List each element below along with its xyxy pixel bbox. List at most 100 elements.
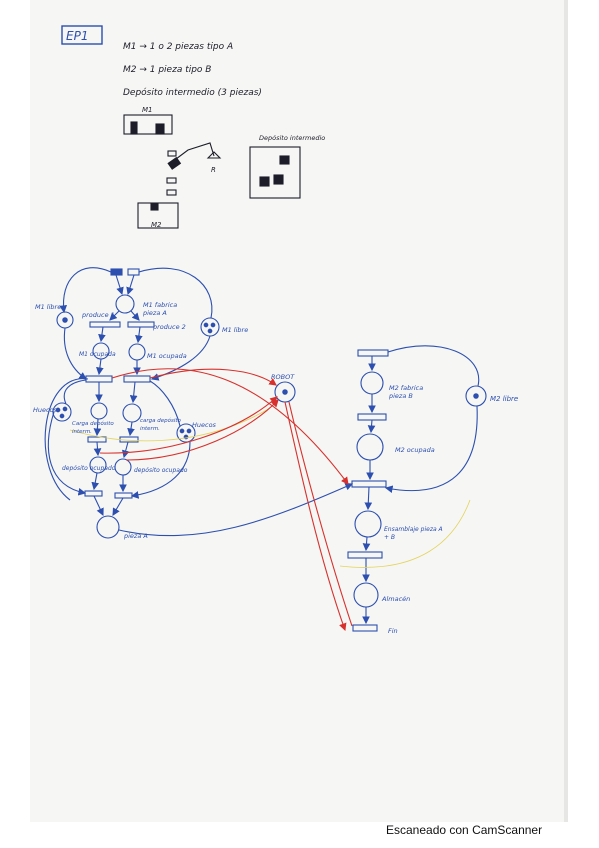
transition-m2-start — [357, 349, 389, 357]
arc-robot-load — [149, 368, 277, 386]
robot-arcs — [99, 368, 353, 632]
deposit-piece-3 — [273, 174, 284, 185]
place-m2-libre — [465, 385, 487, 407]
token — [59, 413, 65, 419]
label-m1-ocupada-right: M1 ocupada — [147, 352, 187, 360]
label-m1-ocupada-left: M1 ocupada — [79, 351, 116, 358]
machine-m2-sketch — [137, 202, 179, 229]
label-huecos-left: Huecos — [33, 406, 58, 414]
label-deposito-right: depósito ocupado — [134, 467, 188, 474]
transition-load-left — [85, 375, 113, 383]
label-produce1: produce 1 — [81, 311, 115, 319]
place-deposito-left — [89, 456, 107, 474]
scanned-page — [30, 0, 568, 822]
label-pieza-a: pieza A — [123, 532, 148, 540]
arc-m1-libre-left-down — [63, 327, 87, 380]
tag-box — [61, 25, 103, 45]
place-m1-ocupada-right — [128, 343, 146, 361]
m2-part-icon — [150, 203, 159, 211]
token — [62, 406, 68, 412]
token — [203, 322, 209, 328]
token — [210, 322, 216, 328]
robot-base-icon — [206, 151, 222, 159]
deposit-sketch-label: Depósito intermedio — [259, 134, 325, 142]
line-m1: M1 → 1 o 2 piezas tipo A — [123, 42, 233, 52]
arc-robot-to-assembly — [111, 368, 349, 485]
scanner-watermark: Escaneado con CamScanner — [386, 823, 543, 837]
label-m2-libre: M2 libre — [490, 395, 518, 403]
transition-top-right — [127, 268, 140, 276]
m1-slot-icon — [130, 121, 138, 135]
m1-part-icon — [155, 123, 165, 135]
arc-huecos-left — [63, 379, 87, 405]
arc-m2-libre-top — [387, 345, 480, 387]
label-m1-libre-left: M1 libre — [35, 303, 61, 311]
transition-out-left — [84, 490, 103, 497]
conveyor-top — [167, 150, 177, 157]
page-edge — [564, 0, 568, 822]
label-fin: Fin — [388, 627, 398, 635]
robot-gripper-icon — [167, 156, 182, 170]
place-almacen — [353, 582, 379, 608]
robot-arm-icon — [171, 142, 215, 163]
arc-m1-libre-left-top — [59, 267, 112, 314]
deposit-piece-1 — [279, 155, 290, 165]
arc-deposit-robot-left — [99, 396, 278, 454]
transition-produce-1 — [89, 321, 121, 328]
deposit-piece-2 — [259, 176, 270, 187]
token — [282, 389, 288, 395]
token — [473, 393, 479, 399]
header: EP1 M1 → 1 o 2 piezas tipo A M2 → 1 piez… — [61, 25, 262, 98]
arc-deposit-robot-right — [125, 399, 279, 461]
transition-out-right — [114, 492, 133, 499]
arc-huecos-right — [149, 380, 181, 427]
pencil-trace — [69, 407, 271, 442]
transition-top-left — [110, 268, 123, 276]
transition-fin — [352, 624, 378, 632]
deposit-sketch — [249, 146, 301, 199]
m2-sketch-label: M2 — [151, 221, 162, 229]
pencil-trace — [339, 499, 471, 568]
place-ensamblaje — [354, 510, 382, 538]
label-deposito-left: depósito ocupado — [62, 465, 116, 472]
arc-fin-to-robot — [288, 401, 353, 627]
arc-huecos-left-return — [47, 411, 87, 496]
arc-robot-to-fin — [284, 401, 347, 632]
transition-store — [347, 551, 383, 559]
place-pieza-a — [96, 515, 120, 539]
token — [207, 328, 213, 334]
transition-produce-2 — [127, 321, 155, 328]
transition-m2-done — [357, 413, 387, 421]
label-m1-libre-right: M1 libre — [222, 326, 248, 334]
machine-m1-sketch — [123, 114, 173, 135]
label-produce2: produce 2 — [152, 323, 186, 331]
petri-net-right — [69, 345, 487, 632]
place-carga-left — [90, 402, 108, 420]
place-m1-fabrica — [115, 294, 135, 314]
conveyor-mid — [166, 177, 177, 184]
arc-m2-libre-return — [384, 405, 478, 493]
label-m2-ocupada: M2 ocupada — [395, 446, 435, 454]
label-huecos-right: Huecos — [192, 421, 217, 429]
label-robot: ROBOT — [271, 373, 295, 381]
petri-net-left — [44, 267, 354, 539]
label-ensamblaje: Ensamblaje pieza A+ B — [384, 526, 443, 541]
layout-sketch: M1 R M2 Depósito intermedio — [123, 106, 325, 229]
label-almacen: Almacén — [381, 595, 410, 603]
arc-m1-libre-right-top — [138, 267, 213, 319]
arc-outer-left — [44, 378, 89, 501]
conveyor-low — [166, 189, 177, 196]
place-m2-ocupada — [356, 433, 384, 461]
transition-unload-right — [119, 436, 139, 443]
line-m2: M2 → 1 pieza tipo B — [123, 65, 211, 75]
place-huecos-right — [176, 423, 196, 443]
place-carga-right — [122, 403, 142, 423]
token — [179, 428, 185, 434]
arc-pieza-a-to-assembly — [118, 483, 354, 537]
token — [186, 428, 192, 434]
